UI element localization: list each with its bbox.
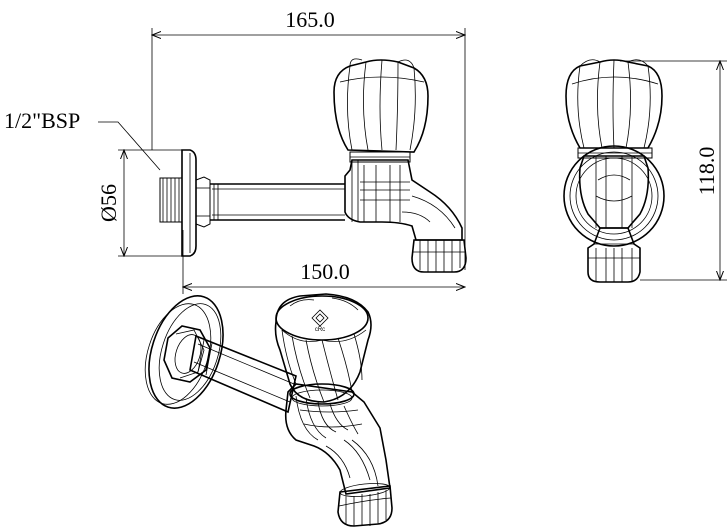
hex-nut xyxy=(195,176,211,228)
isometric-view: cRc xyxy=(144,293,393,527)
dimension-overall-length: 165.0 xyxy=(152,7,465,270)
front-view: 118.0 xyxy=(563,59,727,283)
iso-stem-collar xyxy=(289,383,355,407)
height-label: 118.0 xyxy=(694,147,719,196)
body-pipe xyxy=(210,183,345,221)
iso-flange xyxy=(144,295,224,409)
overall-length-label: 165.0 xyxy=(285,7,335,32)
handle-knob xyxy=(333,58,429,153)
iso-pipe xyxy=(189,334,297,414)
stem-collar xyxy=(349,151,411,163)
flange-diameter-label: Ø56 xyxy=(96,184,121,222)
dimension-flange-diameter: Ø56 xyxy=(96,150,185,256)
outlet-nozzle xyxy=(411,239,467,273)
iso-valve-body xyxy=(284,383,391,495)
dimension-spout-length: 150.0 xyxy=(183,230,465,294)
valve-body xyxy=(344,159,463,241)
wall-flange xyxy=(181,149,197,257)
iso-handle: cRc xyxy=(274,293,372,403)
iso-nozzle xyxy=(337,483,393,527)
thread-stub xyxy=(159,177,183,223)
side-view: 165.0 150.0 Ø56 1/2"BSP xyxy=(4,7,467,294)
iso-hex-nut xyxy=(163,325,211,383)
thread-label: 1/2"BSP xyxy=(4,108,80,133)
front-nozzle xyxy=(587,227,641,283)
front-handle xyxy=(565,59,663,149)
dimension-height: 118.0 xyxy=(620,61,727,280)
logo-text: cRc xyxy=(315,327,325,333)
front-flange xyxy=(563,145,665,247)
brand-logo: cRc xyxy=(311,309,329,333)
spout-length-label: 150.0 xyxy=(300,259,350,284)
thread-callout: 1/2"BSP xyxy=(4,108,161,171)
